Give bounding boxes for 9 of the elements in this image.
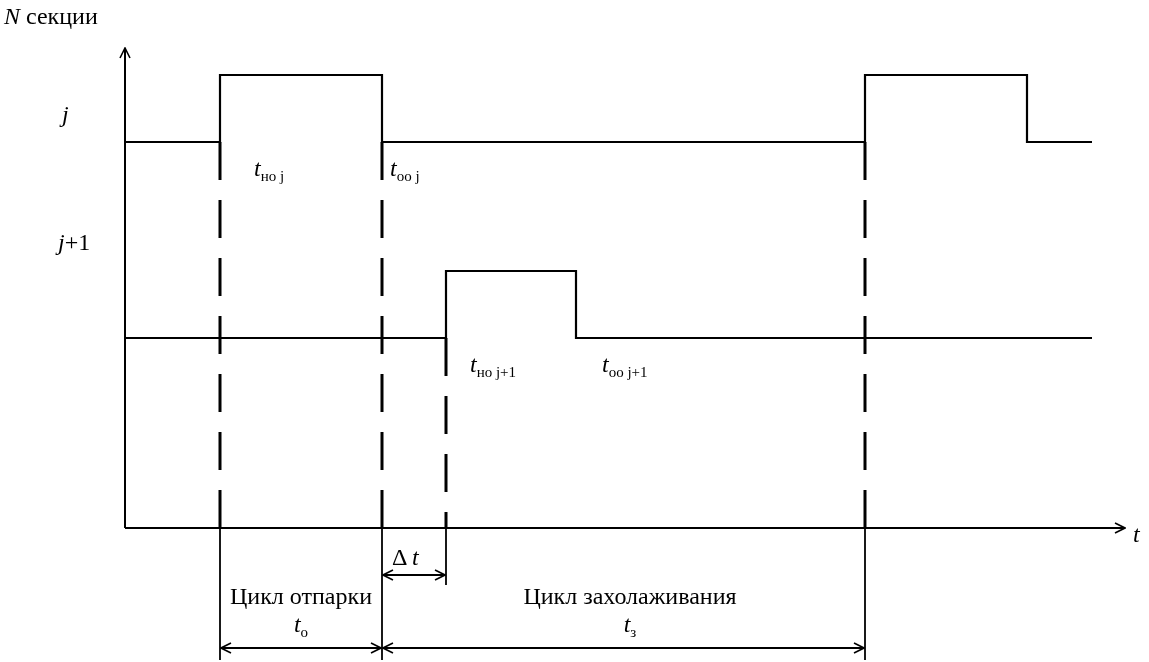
time-label: t$_{но j+1}$ <box>470 350 517 382</box>
dimension-label: Цикл отпарки t$_{о}$ <box>229 582 373 642</box>
time-label: t$_{оо j}$ <box>390 154 420 186</box>
axis-label: N секции <box>4 2 98 30</box>
axis-label: t <box>1133 520 1140 548</box>
dimension-label: Δ t <box>392 543 419 571</box>
dimension-label: Цикл захолаживания t$_{з}$ <box>522 582 738 642</box>
time-label: t$_{oo j+1}$ <box>602 350 648 382</box>
time-label: t$_{но j}$ <box>254 154 285 186</box>
